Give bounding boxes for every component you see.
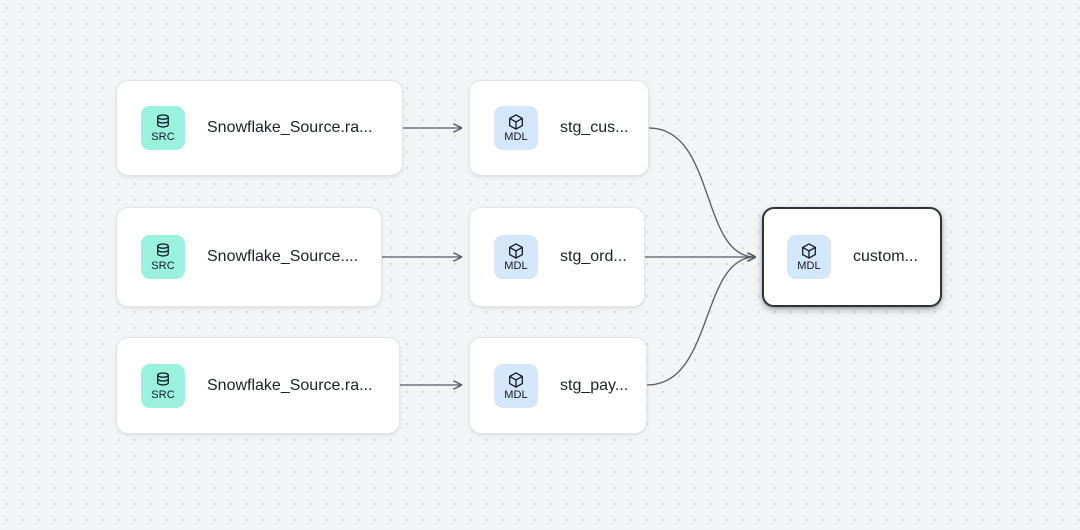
model-badge-label: MDL (504, 388, 528, 401)
node-label: Snowflake_Source.ra... (207, 376, 373, 394)
cube-icon (800, 242, 818, 261)
model-badge-label: MDL (797, 260, 821, 272)
cube-icon (507, 371, 525, 390)
source-type-badge: SRC (141, 235, 185, 279)
source-type-badge: SRC (141, 363, 185, 408)
model-badge-label: MDL (504, 260, 528, 272)
node-label: stg_cus... (560, 119, 629, 136)
database-icon (154, 371, 172, 390)
model-badge-label: MDL (504, 131, 528, 143)
node-source-raw-1[interactable]: SRC Snowflake_Source.ra... (116, 80, 403, 176)
source-badge-label: SRC (151, 388, 175, 401)
edge-stg-payments-to-customers (646, 257, 755, 386)
node-source-raw-3[interactable]: SRC Snowflake_Source.ra... (116, 337, 400, 434)
edge-stg-customers-to-customers (648, 127, 755, 257)
node-label: custom... (853, 248, 918, 265)
node-customers-selected[interactable]: MDL custom... (762, 207, 942, 307)
model-type-badge: MDL (494, 363, 538, 408)
model-type-badge: MDL (494, 106, 538, 150)
node-label: Snowflake_Source.ra... (207, 119, 373, 136)
node-label: Snowflake_Source.... (207, 248, 359, 265)
database-icon (154, 113, 172, 132)
source-badge-label: SRC (151, 131, 175, 143)
node-stg-orders[interactable]: MDL stg_ord... (469, 207, 645, 307)
node-label: stg_ord... (560, 248, 627, 265)
node-label: stg_pay... (560, 376, 629, 394)
cube-icon (507, 113, 525, 132)
cube-icon (507, 242, 525, 261)
source-badge-label: SRC (151, 260, 175, 272)
node-source-raw-2[interactable]: SRC Snowflake_Source.... (116, 207, 382, 307)
model-type-badge: MDL (494, 235, 538, 279)
source-type-badge: SRC (141, 106, 185, 150)
node-stg-customers[interactable]: MDL stg_cus... (469, 80, 649, 176)
database-icon (154, 242, 172, 261)
model-type-badge: MDL (787, 235, 831, 279)
node-stg-payments[interactable]: MDL stg_pay... (469, 337, 647, 434)
